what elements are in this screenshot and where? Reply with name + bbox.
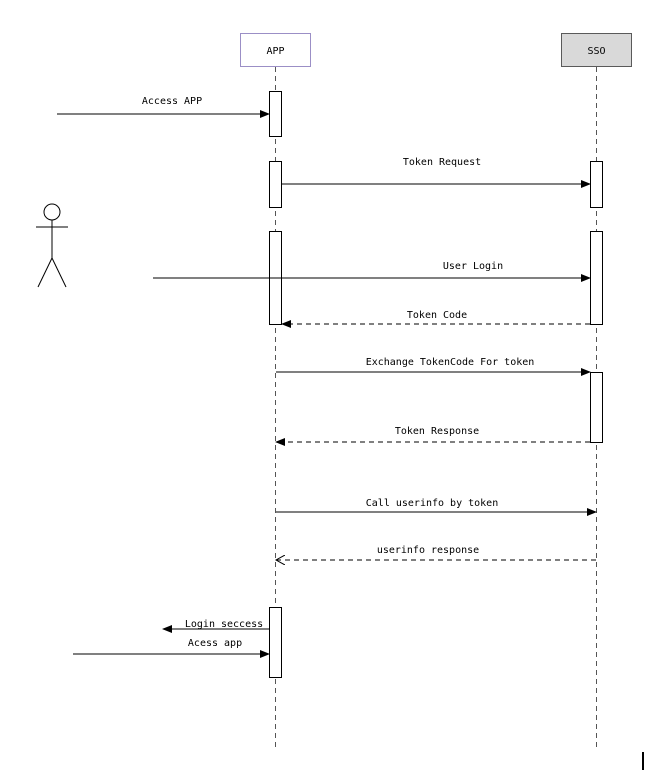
message-call-userinfo[interactable]: Call userinfo by token: [276, 498, 597, 516]
message-label: Token Request: [403, 157, 481, 168]
app-participant-box: [240, 33, 311, 67]
sso-participant[interactable]: SSO: [561, 33, 632, 67]
app-participant[interactable]: APP: [240, 33, 311, 67]
message-userinfo-response[interactable]: userinfo response: [276, 545, 596, 560]
message-label: User Login: [443, 261, 503, 272]
app-activation-bar: [269, 161, 282, 208]
message-token-code[interactable]: Token Code: [281, 310, 590, 328]
message-label: Access APP: [142, 96, 202, 107]
message-label: Exchange TokenCode For token: [366, 357, 535, 368]
message-label: Login seccess: [185, 619, 263, 630]
message-label: Call userinfo by token: [366, 498, 498, 509]
sso-activation-bar: [590, 231, 603, 325]
app-participant-label: APP: [266, 46, 284, 57]
message-exchange-tokencode[interactable]: Exchange TokenCode For token: [276, 357, 591, 376]
edge-mark: [642, 752, 644, 770]
message-label: Acess app: [188, 638, 242, 649]
user-actor-icon[interactable]: [36, 203, 68, 288]
message-label: Token Code: [407, 310, 467, 321]
message-acess-app[interactable]: Acess app: [73, 638, 270, 658]
sso-participant-label: SSO: [587, 46, 605, 57]
app-activation-bar: [269, 607, 282, 678]
message-label: Token Response: [395, 426, 479, 437]
app-activation-bar: [269, 91, 282, 137]
message-user-login[interactable]: User Login: [153, 261, 591, 282]
message-login-success[interactable]: Login seccess: [162, 619, 269, 633]
message-label: userinfo response: [377, 545, 479, 556]
sso-activation-bar: [590, 161, 603, 208]
message-token-request[interactable]: Token Request: [282, 157, 591, 188]
message-token-response[interactable]: Token Response: [275, 426, 590, 446]
sso-activation-bar: [590, 372, 603, 443]
sso-participant-box: [561, 33, 632, 67]
message-access-app[interactable]: Access APP: [57, 96, 270, 118]
